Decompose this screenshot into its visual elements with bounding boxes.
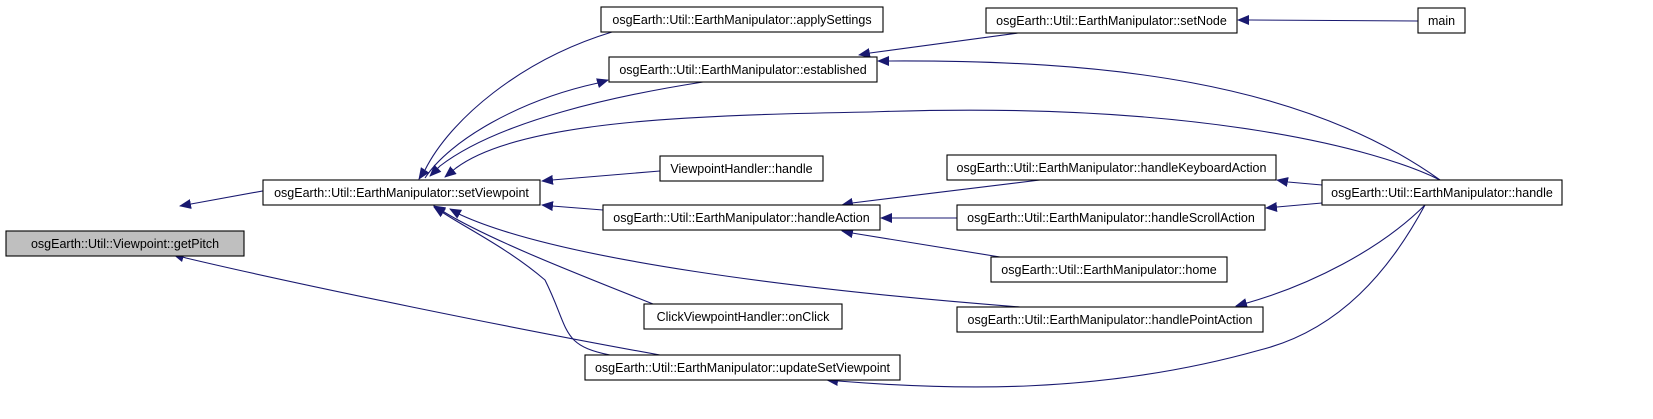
node-applySettings[interactable]: osgEarth::Util::EarthManipulator::applyS… xyxy=(600,6,884,33)
nodes-layer: osgEarth::Util::Viewpoint::getPitchosgEa… xyxy=(5,6,1563,381)
node-box[interactable] xyxy=(600,6,884,33)
node-setNode[interactable]: osgEarth::Util::EarthManipulator::setNod… xyxy=(985,7,1238,34)
node-handlePoint[interactable]: osgEarth::Util::EarthManipulator::handle… xyxy=(956,306,1264,333)
node-box[interactable] xyxy=(643,303,843,330)
node-label: osgEarth::Util::EarthManipulator::handle… xyxy=(613,211,869,225)
node-box[interactable] xyxy=(5,230,245,257)
node-box[interactable] xyxy=(602,204,881,231)
edge-applySettings-to-setViewpoint xyxy=(418,31,613,180)
node-handleAction[interactable]: osgEarth::Util::EarthManipulator::handle… xyxy=(602,204,881,231)
edge-line xyxy=(1237,15,1419,25)
node-handleScroll[interactable]: osgEarth::Util::EarthManipulator::handle… xyxy=(956,204,1266,231)
edge-line xyxy=(841,179,1041,208)
node-established[interactable]: osgEarth::Util::EarthManipulator::establ… xyxy=(608,56,878,83)
edge-line xyxy=(1276,177,1323,187)
edge-line xyxy=(449,208,1021,308)
edge-line xyxy=(433,206,611,356)
node-setViewpoint[interactable]: osgEarth::Util::EarthManipulator::setVie… xyxy=(262,179,541,206)
node-box[interactable] xyxy=(946,154,1277,181)
node-label: osgEarth::Util::EarthManipulator::handle… xyxy=(968,313,1253,327)
node-handleKeyboard[interactable]: osgEarth::Util::EarthManipulator::handle… xyxy=(946,154,1277,181)
node-label: osgEarth::Util::EarthManipulator::handle… xyxy=(957,161,1267,175)
node-box[interactable] xyxy=(956,306,1264,333)
node-box[interactable] xyxy=(1417,7,1466,34)
edge-updateSetViewpoint-to-setViewpoint xyxy=(433,206,611,356)
node-box[interactable] xyxy=(990,256,1228,283)
node-main[interactable]: main xyxy=(1417,7,1466,34)
edge-handleAction-to-setViewpoint xyxy=(541,201,604,212)
edge-main-to-setNode xyxy=(1237,15,1419,25)
node-label: main xyxy=(1428,14,1455,28)
edge-emHandle-to-handlePoint xyxy=(1235,204,1426,308)
edge-line xyxy=(1235,204,1426,308)
node-box[interactable] xyxy=(1321,179,1563,206)
node-label: osgEarth::Util::Viewpoint::getPitch xyxy=(31,237,219,251)
node-emHandle[interactable]: osgEarth::Util::EarthManipulator::handle xyxy=(1321,179,1563,206)
node-label: osgEarth::Util::EarthManipulator::setVie… xyxy=(274,186,529,200)
node-label: osgEarth::Util::EarthManipulator::setNod… xyxy=(996,14,1227,28)
edge-handlePoint-to-setViewpoint xyxy=(449,208,1021,308)
node-label: ViewpointHandler::handle xyxy=(670,162,812,176)
node-onClick[interactable]: ClickViewpointHandler::onClick xyxy=(643,303,843,330)
edge-emHandle-to-handleScroll xyxy=(1265,202,1323,212)
edge-vpHandle-to-setViewpoint xyxy=(541,170,661,185)
edge-line xyxy=(444,109,1441,181)
node-box[interactable] xyxy=(262,179,541,206)
edge-emHandle-to-handleKeyboard xyxy=(1276,177,1323,187)
edge-established-to-setViewpoint xyxy=(429,81,704,177)
node-getPitch[interactable]: osgEarth::Util::Viewpoint::getPitch xyxy=(5,230,245,257)
node-box[interactable] xyxy=(608,56,878,83)
edge-updateSetViewpoint-to-established xyxy=(424,78,609,179)
node-box[interactable] xyxy=(584,354,901,381)
edge-line xyxy=(877,56,1441,181)
edge-line xyxy=(172,252,661,356)
node-label: osgEarth::Util::EarthManipulator::update… xyxy=(595,361,891,375)
edge-line xyxy=(858,32,1019,58)
node-box[interactable] xyxy=(956,204,1266,231)
edge-emHandle-to-established xyxy=(877,56,1441,181)
edge-updateSetViewpoint-to-getPitch xyxy=(172,252,661,356)
node-box[interactable] xyxy=(985,7,1238,34)
node-home[interactable]: osgEarth::Util::EarthManipulator::home xyxy=(990,256,1228,283)
edge-line xyxy=(541,170,661,185)
node-label: osgEarth::Util::EarthManipulator::home xyxy=(1001,263,1216,277)
edge-home-to-handleAction xyxy=(841,228,1001,258)
node-updateSetViewpoint[interactable]: osgEarth::Util::EarthManipulator::update… xyxy=(584,354,901,381)
node-vpHandle[interactable]: ViewpointHandler::handle xyxy=(659,155,824,182)
edges-layer xyxy=(172,15,1441,388)
node-label: osgEarth::Util::EarthManipulator::establ… xyxy=(619,63,866,77)
node-box[interactable] xyxy=(659,155,824,182)
edge-line xyxy=(841,228,1001,258)
edge-line xyxy=(429,81,704,177)
edge-emHandle-to-updateSetViewpoint xyxy=(826,204,1426,388)
edge-line xyxy=(826,204,1426,388)
edge-emHandle-to-setViewpoint xyxy=(444,109,1441,181)
node-label: ClickViewpointHandler::onClick xyxy=(657,310,831,324)
edge-setNode-to-established xyxy=(858,32,1019,58)
edge-line xyxy=(424,78,609,179)
edge-line xyxy=(418,31,613,180)
edge-line xyxy=(1265,202,1323,212)
edge-handleKeyboard-to-handleAction xyxy=(841,179,1041,208)
node-label: osgEarth::Util::EarthManipulator::applyS… xyxy=(612,13,871,27)
node-label: osgEarth::Util::EarthManipulator::handle xyxy=(1331,186,1553,200)
edge-line xyxy=(541,201,604,212)
node-label: osgEarth::Util::EarthManipulator::handle… xyxy=(967,211,1255,225)
